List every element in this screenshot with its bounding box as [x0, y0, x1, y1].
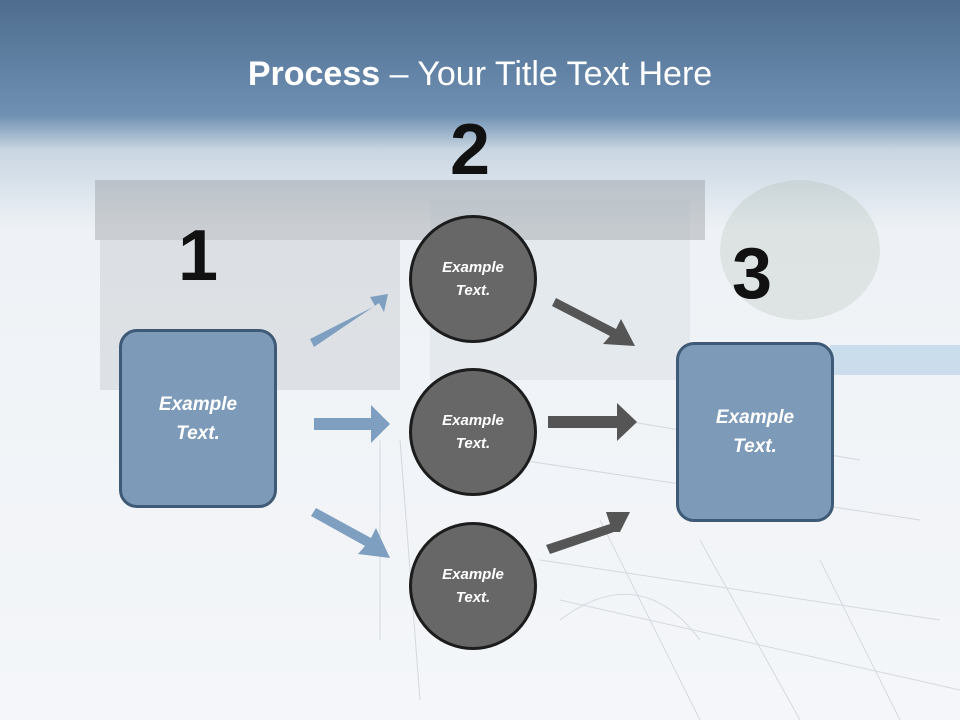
- step-number-1: 1: [178, 216, 219, 296]
- arrow-right-middle: [548, 403, 637, 441]
- step-2-circle-bottom: Example Text.: [409, 522, 537, 650]
- step-1-text-line2: Text.: [176, 422, 220, 444]
- step-3-text-line2: Text.: [733, 436, 777, 457]
- circle-top-text-line2: Text.: [455, 282, 491, 299]
- arrow-left-middle: [314, 405, 390, 443]
- step-3-box: Example Text.: [676, 342, 834, 522]
- arrow-left-up: [310, 294, 388, 347]
- arrow-right-down: [546, 512, 630, 554]
- step-1-text-line1: Example: [158, 393, 238, 415]
- slide-title: Process – Your Title Text Here: [0, 52, 960, 96]
- step-2-circle-top: Example Text.: [409, 215, 537, 343]
- circle-middle-text-line1: Example: [442, 412, 504, 429]
- step-3-text-line1: Example: [715, 407, 795, 428]
- title-rest: – Your Title Text Here: [380, 55, 713, 93]
- title-bold: Process: [247, 55, 381, 93]
- step-number-2: 2: [450, 110, 491, 190]
- circle-top-text-line1: Example: [442, 259, 504, 276]
- step-1-box: Example Text.: [119, 329, 277, 508]
- step-number-3: 3: [732, 234, 773, 314]
- step-2-circle-middle: Example Text.: [409, 368, 537, 496]
- arrow-left-down: [311, 508, 390, 558]
- arrow-right-up: [552, 298, 635, 346]
- circle-bottom-text-line2: Text.: [455, 589, 491, 606]
- circle-middle-text-line2: Text.: [455, 435, 491, 452]
- circle-bottom-text-line1: Example: [442, 566, 504, 583]
